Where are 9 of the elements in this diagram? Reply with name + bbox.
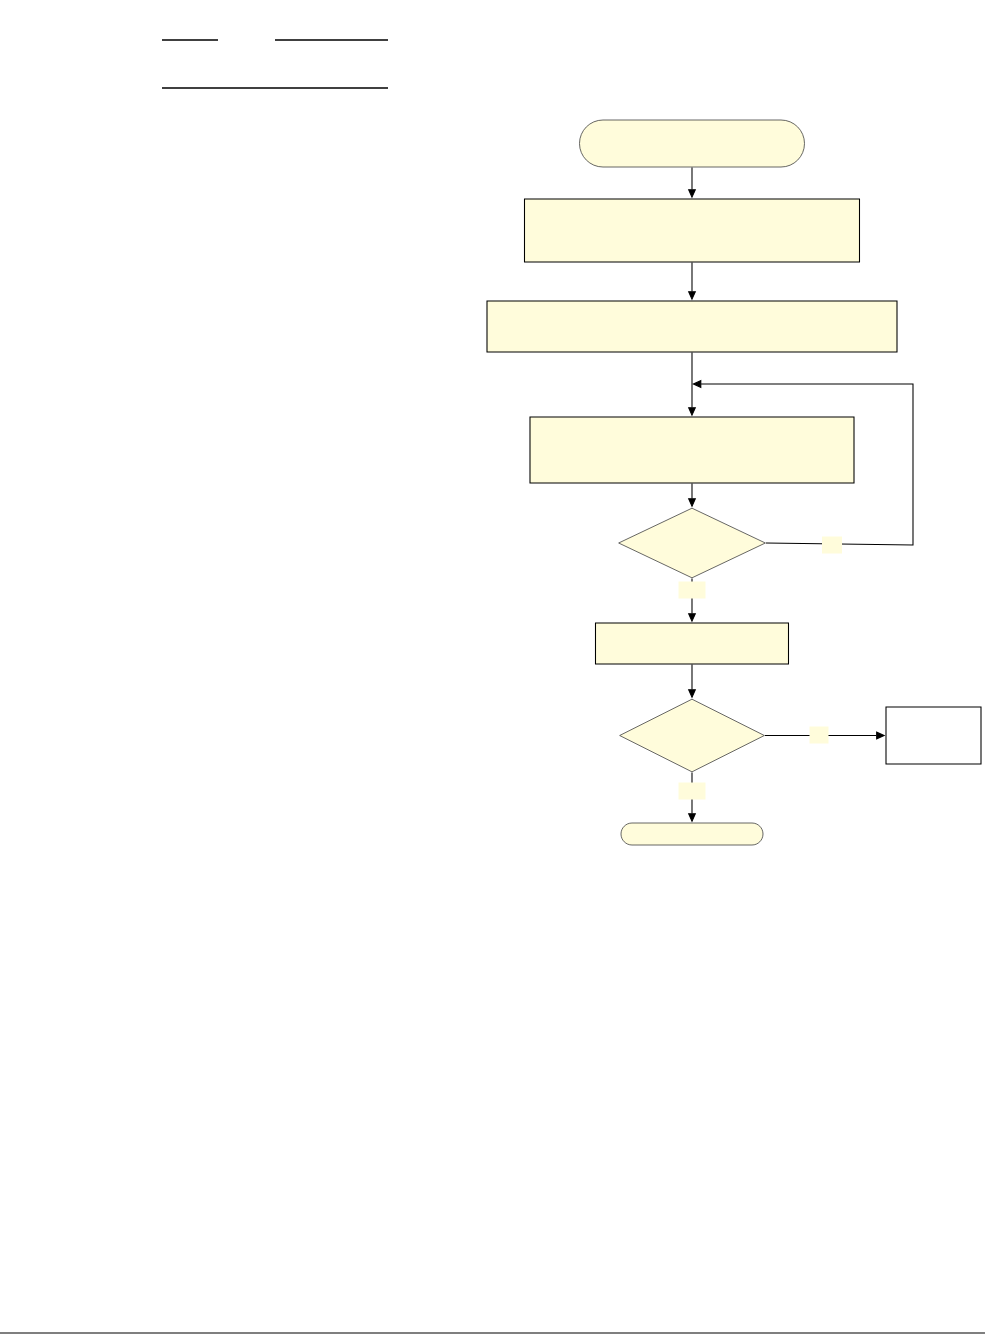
process-box (529, 416, 855, 484)
decision-diamond (619, 698, 765, 773)
process-box (486, 300, 898, 353)
process-box (885, 706, 982, 765)
process-box (594, 622, 790, 665)
terminator (579, 119, 805, 168)
decision-diamond (618, 507, 766, 579)
terminator (620, 822, 764, 846)
process-box (523, 198, 861, 263)
